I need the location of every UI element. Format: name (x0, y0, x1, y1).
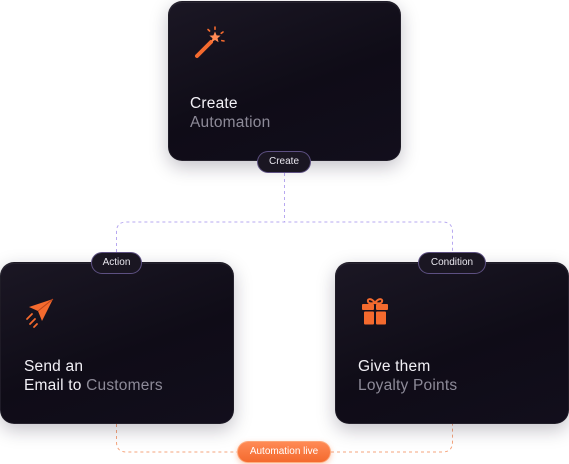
magic-wand-icon (195, 26, 225, 58)
create-card-title: Create Automation (190, 94, 270, 132)
connector-live-right (331, 424, 453, 453)
loyalty-title-line1: Give them (358, 358, 431, 375)
condition-step-pill[interactable]: Condition (418, 252, 486, 274)
create-automation-card[interactable]: Create Automation (168, 1, 401, 161)
automation-live-pill[interactable]: Automation live (237, 441, 331, 463)
action-step-pill[interactable]: Action (91, 252, 142, 274)
create-card-title-line1: Create (190, 95, 238, 112)
loyalty-card-title: Give them Loyalty Points (358, 357, 457, 395)
send-email-title-line2-strong: Email to (24, 377, 87, 394)
send-email-card-title: Send an Email to Customers (24, 357, 163, 395)
send-email-card[interactable]: Send an Email to Customers (0, 262, 234, 424)
connector-branch (116, 221, 453, 252)
create-card-title-line2: Automation (190, 114, 271, 131)
send-email-title-line2: Email to Customers (24, 376, 163, 395)
paper-plane-icon (26, 298, 54, 328)
connector-live (116, 424, 237, 453)
gift-icon (362, 298, 388, 325)
loyalty-title-line2: Loyalty Points (358, 377, 458, 394)
send-email-title-line1: Send an (24, 358, 84, 375)
loyalty-points-card[interactable]: Give them Loyalty Points (335, 262, 569, 424)
send-email-title-line2-muted: Customers (86, 377, 163, 394)
create-step-pill[interactable]: Create (257, 151, 311, 173)
